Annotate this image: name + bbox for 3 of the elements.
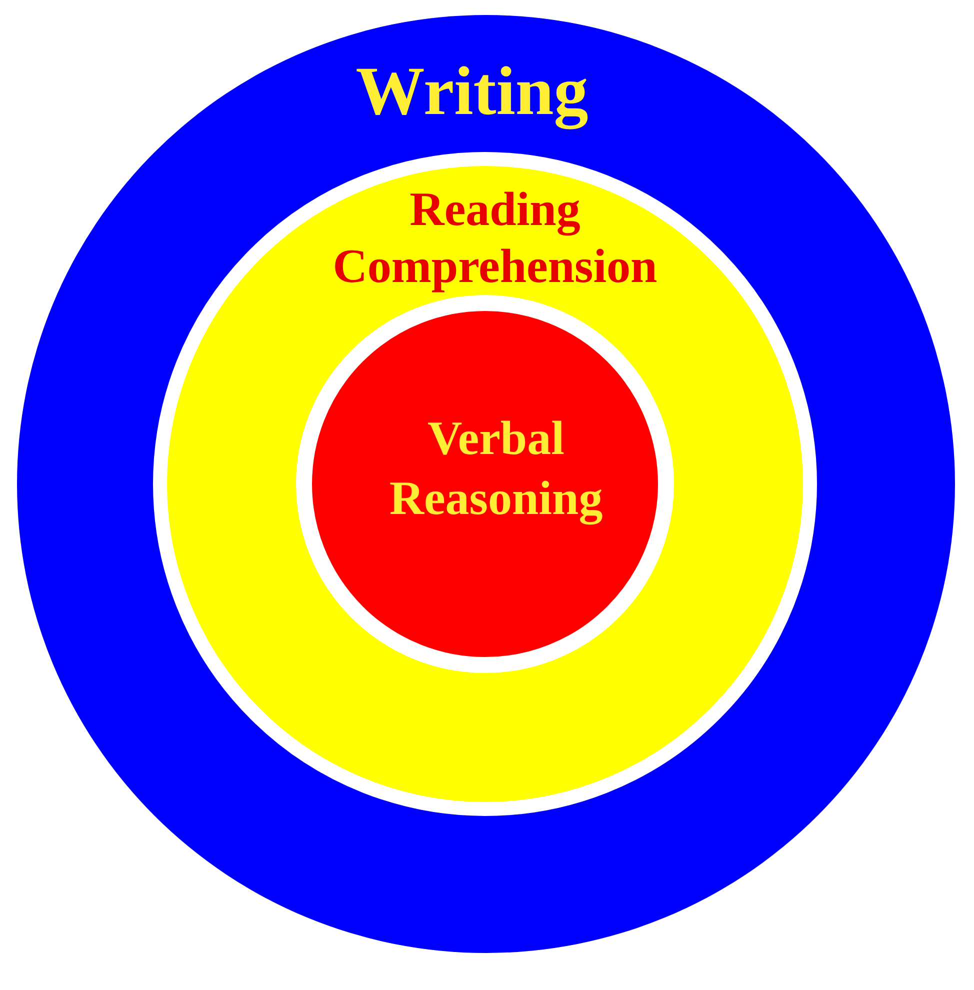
circle-label: Verbal Reasoning — [389, 411, 603, 527]
circle-label: Writing — [356, 53, 588, 129]
circle-label: Reading Comprehension — [332, 182, 658, 295]
